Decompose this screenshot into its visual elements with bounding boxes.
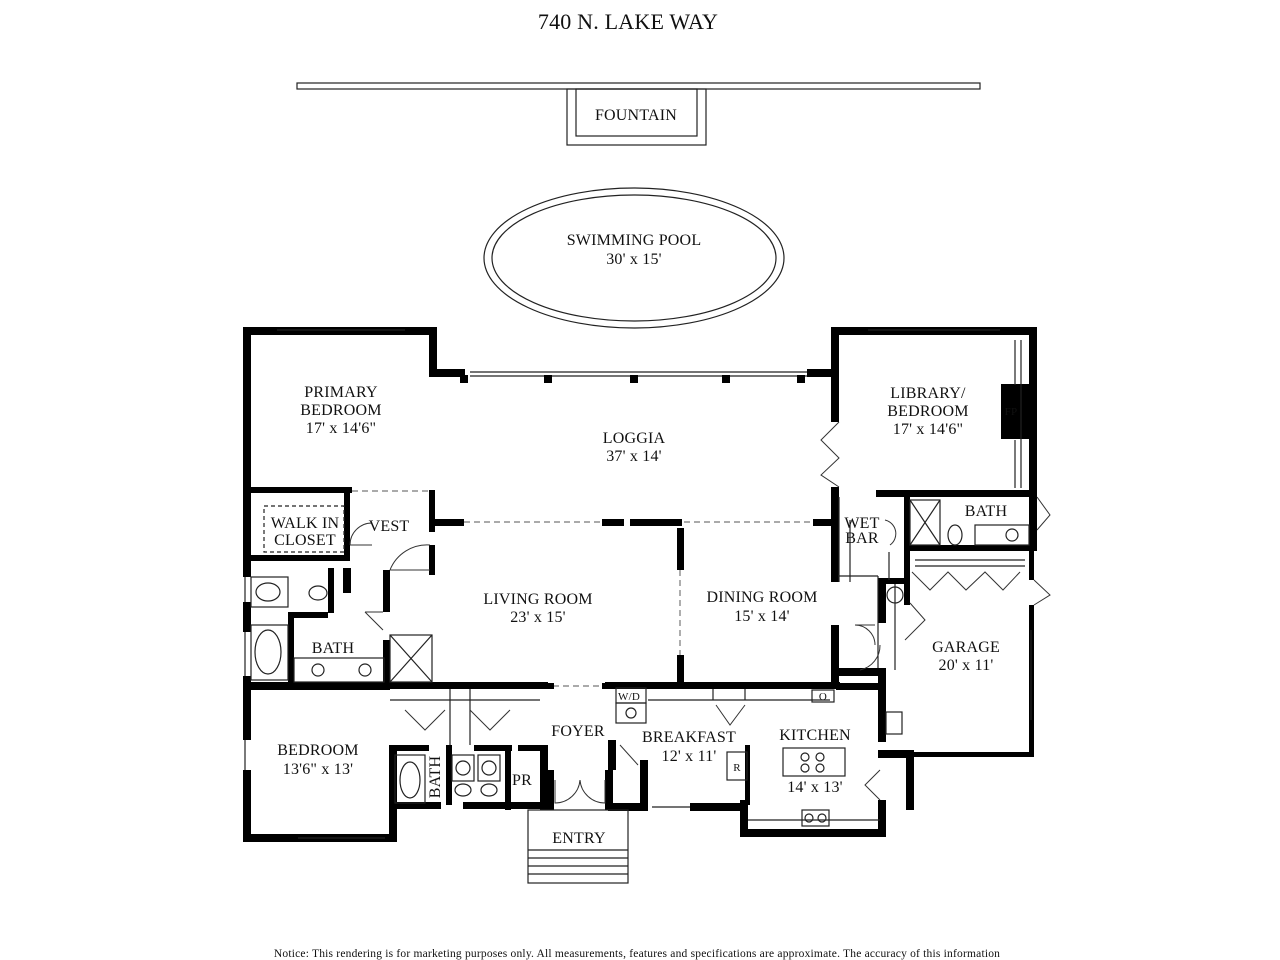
windows-and-thin-lines — [244, 329, 1032, 839]
library-label-line1: LIBRARY/ — [890, 385, 966, 402]
fireplace-label: FP — [1005, 406, 1018, 418]
dining-room-label: DINING ROOM — [706, 589, 817, 606]
doors — [349, 421, 1051, 804]
garage-label: GARAGE — [932, 639, 1000, 656]
bedroom-label: BEDROOM — [277, 742, 358, 759]
powder-room-label: PR — [512, 772, 532, 789]
marketing-notice: Notice: This rendering is for marketing … — [274, 948, 1000, 960]
loggia-label: LOGGIA — [603, 430, 666, 447]
primary-bath-label: BATH — [312, 640, 355, 657]
property-boundary-line — [296, 82, 981, 90]
plan-title: 740 N. LAKE WAY — [538, 9, 718, 34]
exterior-walls — [243, 327, 1037, 842]
primary-bedroom-label-line2: BEDROOM — [300, 402, 381, 419]
wet-bar-label-line1: WET — [844, 515, 879, 532]
walk-in-closet-label-line2: CLOSET — [274, 532, 336, 549]
swimming-pool: SWIMMING POOL 30' x 15' — [483, 187, 785, 329]
kitchen-label: KITCHEN — [779, 727, 851, 744]
bedroom-bath-label: BATH — [427, 755, 444, 798]
fountain: FOUNTAIN — [566, 88, 707, 146]
kitchen-dimensions: 14' x 13' — [787, 779, 843, 796]
breakfast-dimensions: 12' x 11' — [662, 748, 717, 765]
washer-dryer-label: W/D — [618, 691, 640, 703]
living-room-dimensions: 23' x 15' — [510, 609, 566, 626]
fixtures — [250, 499, 1030, 827]
pool-dimensions: 30' x 15' — [606, 251, 662, 268]
oven-label: O — [819, 691, 827, 703]
pool-label: SWIMMING POOL — [567, 232, 702, 249]
primary-bedroom-dimensions: 17' x 14'6" — [306, 420, 377, 437]
breakfast-label: BREAKFAST — [642, 729, 736, 746]
library-dimensions: 17' x 14'6" — [893, 421, 964, 438]
primary-bedroom-label-line1: PRIMARY — [304, 384, 378, 401]
loggia-dimensions: 37' x 14' — [606, 448, 662, 465]
bedroom-dimensions: 13'6" x 13' — [283, 761, 354, 778]
library-label-line2: BEDROOM — [887, 403, 968, 420]
wet-bar-label-line2: BAR — [845, 530, 879, 547]
vestibule-label: VEST — [369, 518, 410, 535]
fountain-label: FOUNTAIN — [595, 107, 677, 124]
entry-steps — [527, 809, 629, 884]
loggia-columns — [460, 375, 805, 689]
library-bath-label: BATH — [965, 503, 1008, 520]
garage-dimensions: 20' x 11' — [939, 657, 994, 674]
foyer-label: FOYER — [551, 723, 605, 740]
refrigerator-label: R — [733, 762, 741, 774]
living-room-label: LIVING ROOM — [483, 591, 592, 608]
room-labels: PRIMARY BEDROOM 17' x 14'6" LOGGIA 37' x… — [271, 384, 1018, 847]
walk-in-closet-label-line1: WALK IN — [271, 515, 340, 532]
dining-room-dimensions: 15' x 14' — [734, 608, 790, 625]
entry-label: ENTRY — [552, 830, 606, 847]
